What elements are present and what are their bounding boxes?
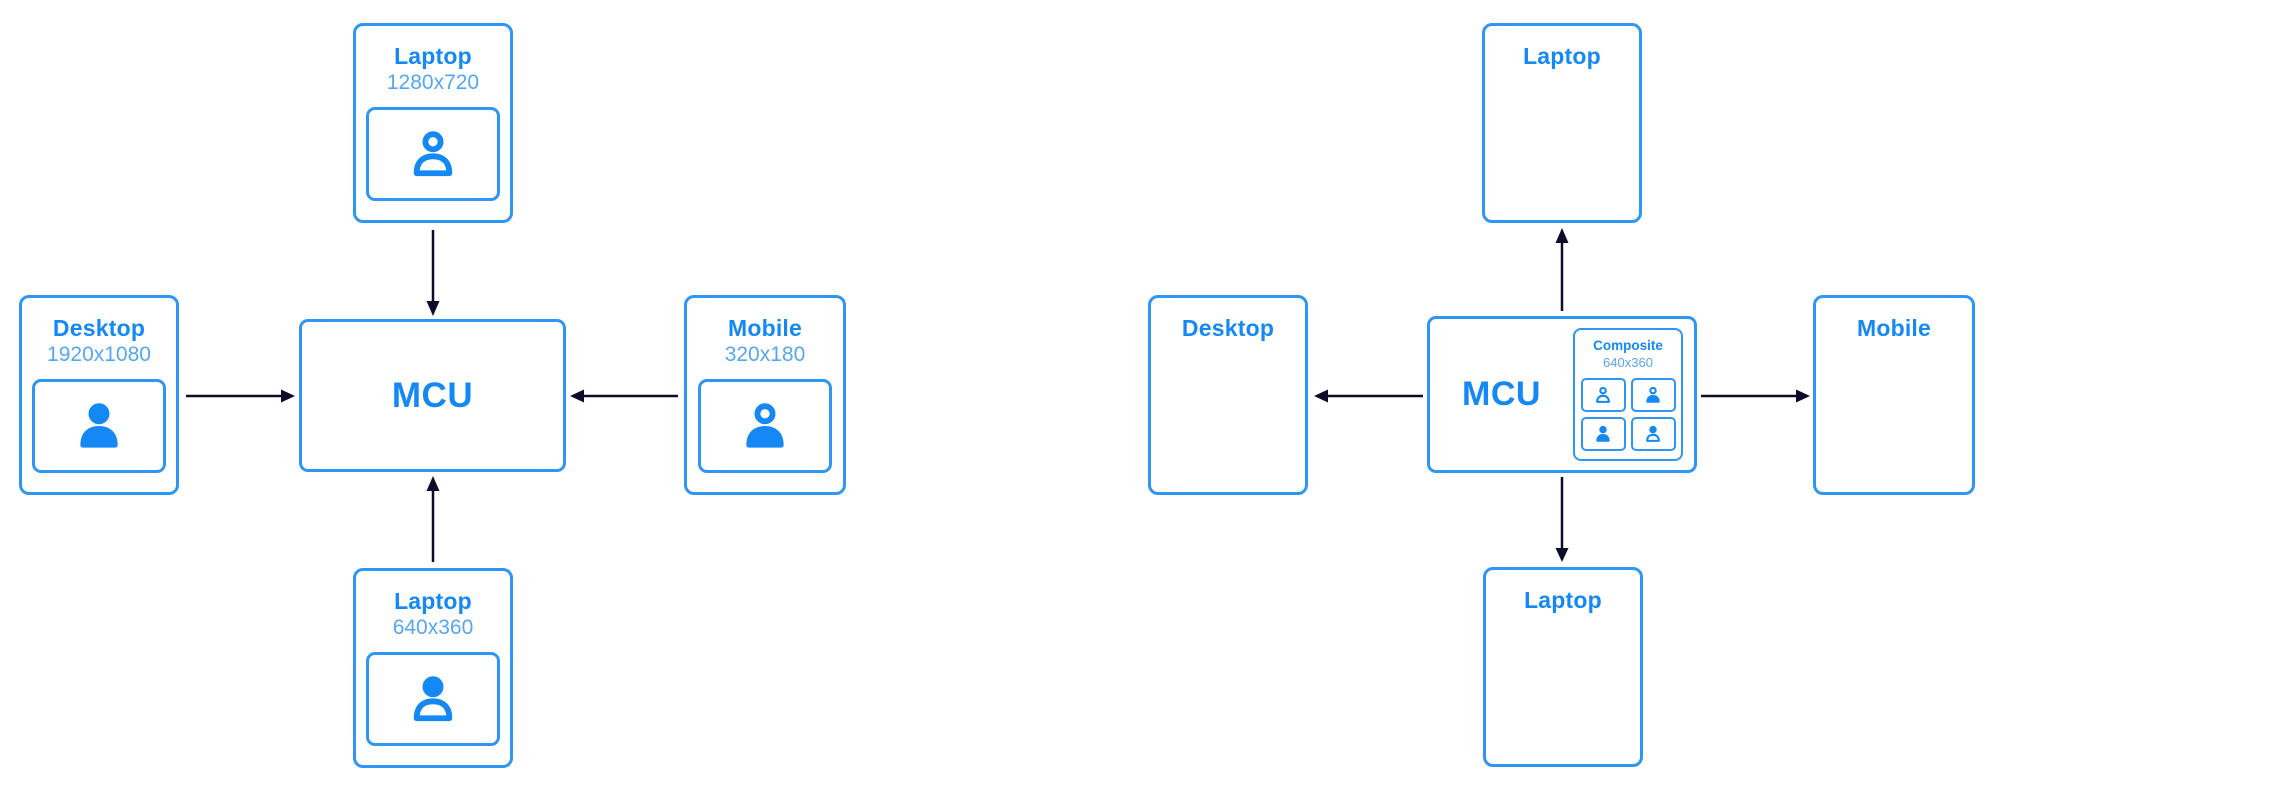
mcu-label-wrap: MCU	[1430, 375, 1573, 414]
device-box-laptop-bottom-output: Laptop	[1483, 567, 1643, 767]
person-filled-icon	[1593, 424, 1613, 444]
device-box-mobile-input: Mobile 320x180	[684, 295, 846, 495]
video-frame	[32, 379, 166, 473]
device-label: Laptop	[1523, 43, 1601, 69]
device-label: Laptop	[1524, 587, 1602, 613]
mcu-box-input: MCU	[299, 319, 566, 472]
composite-tile	[1580, 417, 1626, 451]
arrow-mcu-to-laptop-bottom	[1555, 477, 1569, 562]
composite-grid	[1580, 378, 1676, 451]
arrow-mcu-to-mobile	[1701, 389, 1810, 403]
arrow-mcu-to-laptop-top	[1555, 228, 1569, 311]
device-box-laptop-top-output: Laptop	[1482, 23, 1642, 223]
video-frame	[366, 652, 500, 746]
device-box-laptop-bottom-input: Laptop 640x360	[353, 568, 513, 768]
video-frame	[698, 379, 832, 473]
device-label: Mobile	[727, 315, 803, 341]
composite-tile	[1630, 378, 1676, 412]
device-label: Laptop	[394, 43, 472, 69]
device-label: Desktop	[52, 315, 146, 341]
person-outline-icon	[1593, 385, 1613, 405]
composite-panel: Composite 640x360	[1573, 328, 1683, 461]
device-label: Mobile	[1856, 315, 1932, 341]
arrow-laptop-bottom-to-mcu	[426, 476, 440, 562]
device-label: Laptop	[394, 588, 472, 614]
composite-title: Composite	[1593, 338, 1663, 353]
device-label: Desktop	[1181, 315, 1275, 341]
device-resolution: 1920x1080	[47, 343, 151, 366]
arrow-mobile-to-mcu	[570, 389, 678, 403]
device-box-desktop-input: Desktop 1920x1080	[19, 295, 179, 495]
composite-tile	[1630, 417, 1676, 451]
device-resolution: 320x180	[724, 343, 806, 366]
device-box-mobile-output: Mobile	[1813, 295, 1975, 495]
arrow-mcu-to-desktop	[1314, 389, 1423, 403]
arrow-desktop-to-mcu	[186, 389, 295, 403]
device-box-laptop-top-input: Laptop 1280x720	[353, 23, 513, 223]
person-filled-head-icon	[405, 671, 461, 727]
device-resolution: 1280x720	[386, 71, 480, 94]
person-ring-head-icon	[1643, 385, 1663, 405]
composite-tile	[1580, 378, 1626, 412]
arrow-laptop-top-to-mcu	[426, 230, 440, 316]
composite-resolution: 640x360	[1603, 355, 1653, 370]
person-filled-head-icon	[1643, 424, 1663, 444]
device-resolution: 640x360	[392, 616, 474, 639]
mcu-label: MCU	[391, 375, 474, 415]
person-filled-icon	[71, 398, 127, 454]
video-frame	[366, 107, 500, 201]
mcu-label: MCU	[1462, 375, 1541, 413]
mcu-box-output: MCU Composite 640x360	[1427, 316, 1697, 473]
device-box-desktop-output: Desktop	[1148, 295, 1308, 495]
person-ring-head-icon	[737, 398, 793, 454]
person-outline-icon	[405, 126, 461, 182]
